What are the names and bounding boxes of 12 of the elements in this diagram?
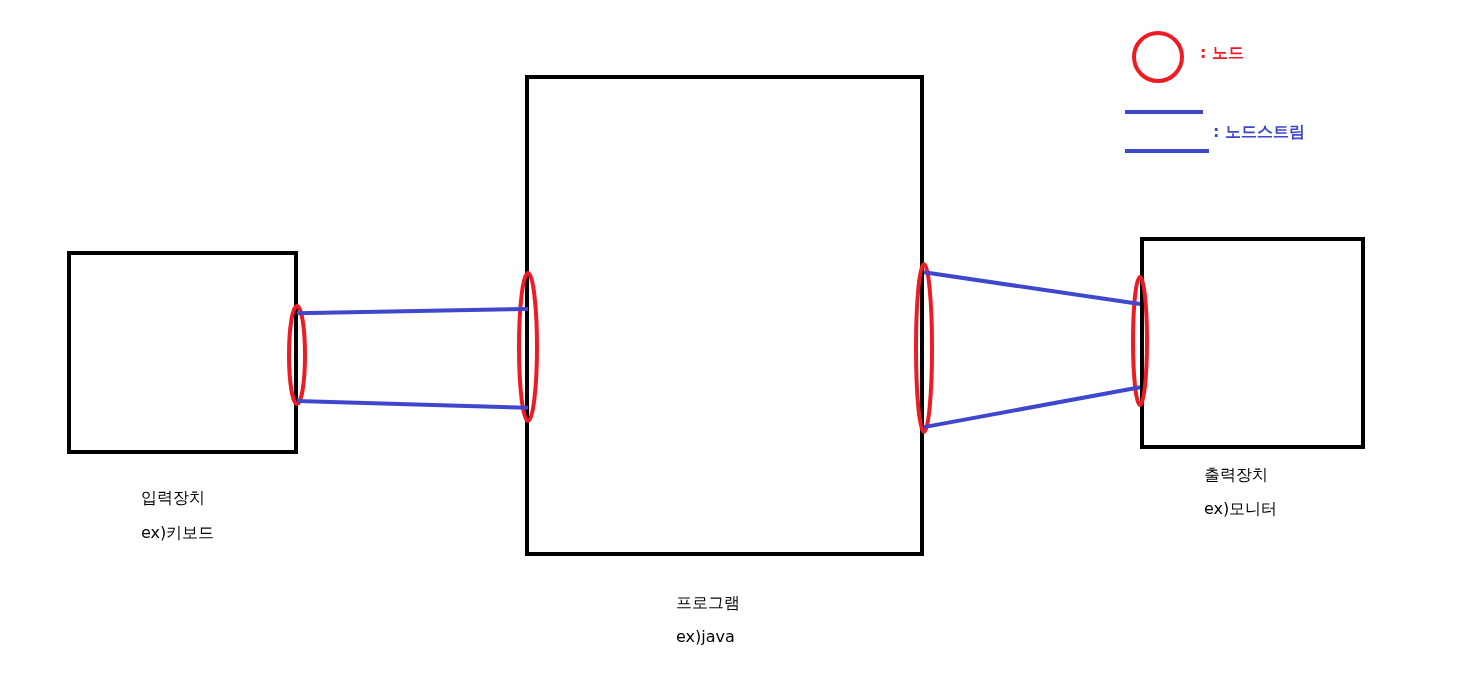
box-caption: ex)java (676, 627, 735, 646)
stream-line (923, 385, 1141, 430)
box-caption: 프로그램 (676, 593, 740, 614)
box-caption: ex)모니터 (1204, 499, 1278, 520)
stream-line (923, 270, 1141, 306)
box-caption: 입력장치 (141, 488, 205, 509)
stream-line (296, 398, 529, 410)
box-caption: 출력장치 (1204, 465, 1268, 486)
box-caption: ex)키보드 (141, 523, 215, 544)
stream-line (296, 307, 529, 316)
legend-label: : 노드스트림 (1213, 122, 1305, 143)
legend-label: : 노드 (1200, 43, 1244, 64)
